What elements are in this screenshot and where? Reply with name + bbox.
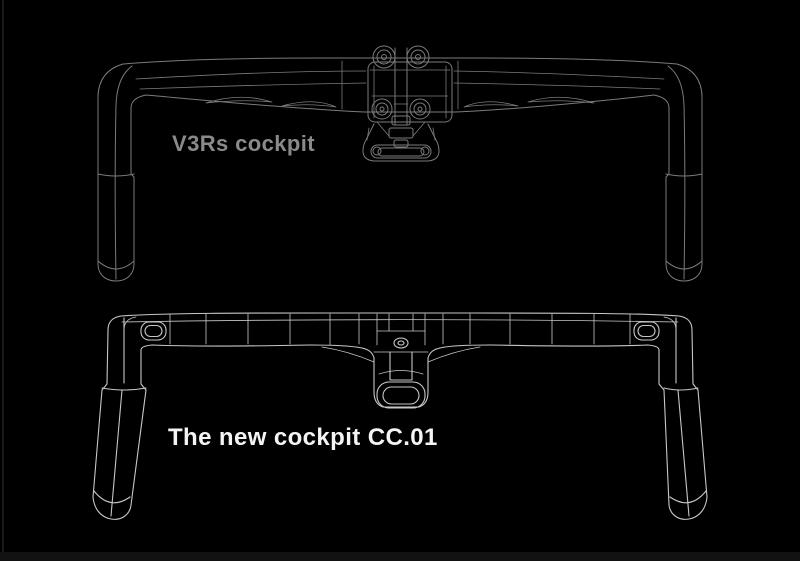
left-edge-shade xyxy=(2,0,4,561)
v3rs-cockpit-drawing xyxy=(97,45,703,282)
bottom-edge-shade xyxy=(0,552,800,561)
cc01-cockpit-drawing xyxy=(92,312,708,520)
v3rs-cockpit-label: V3Rs cockpit xyxy=(172,131,315,156)
cc01-cockpit-label: The new cockpit CC.01 xyxy=(168,424,438,451)
